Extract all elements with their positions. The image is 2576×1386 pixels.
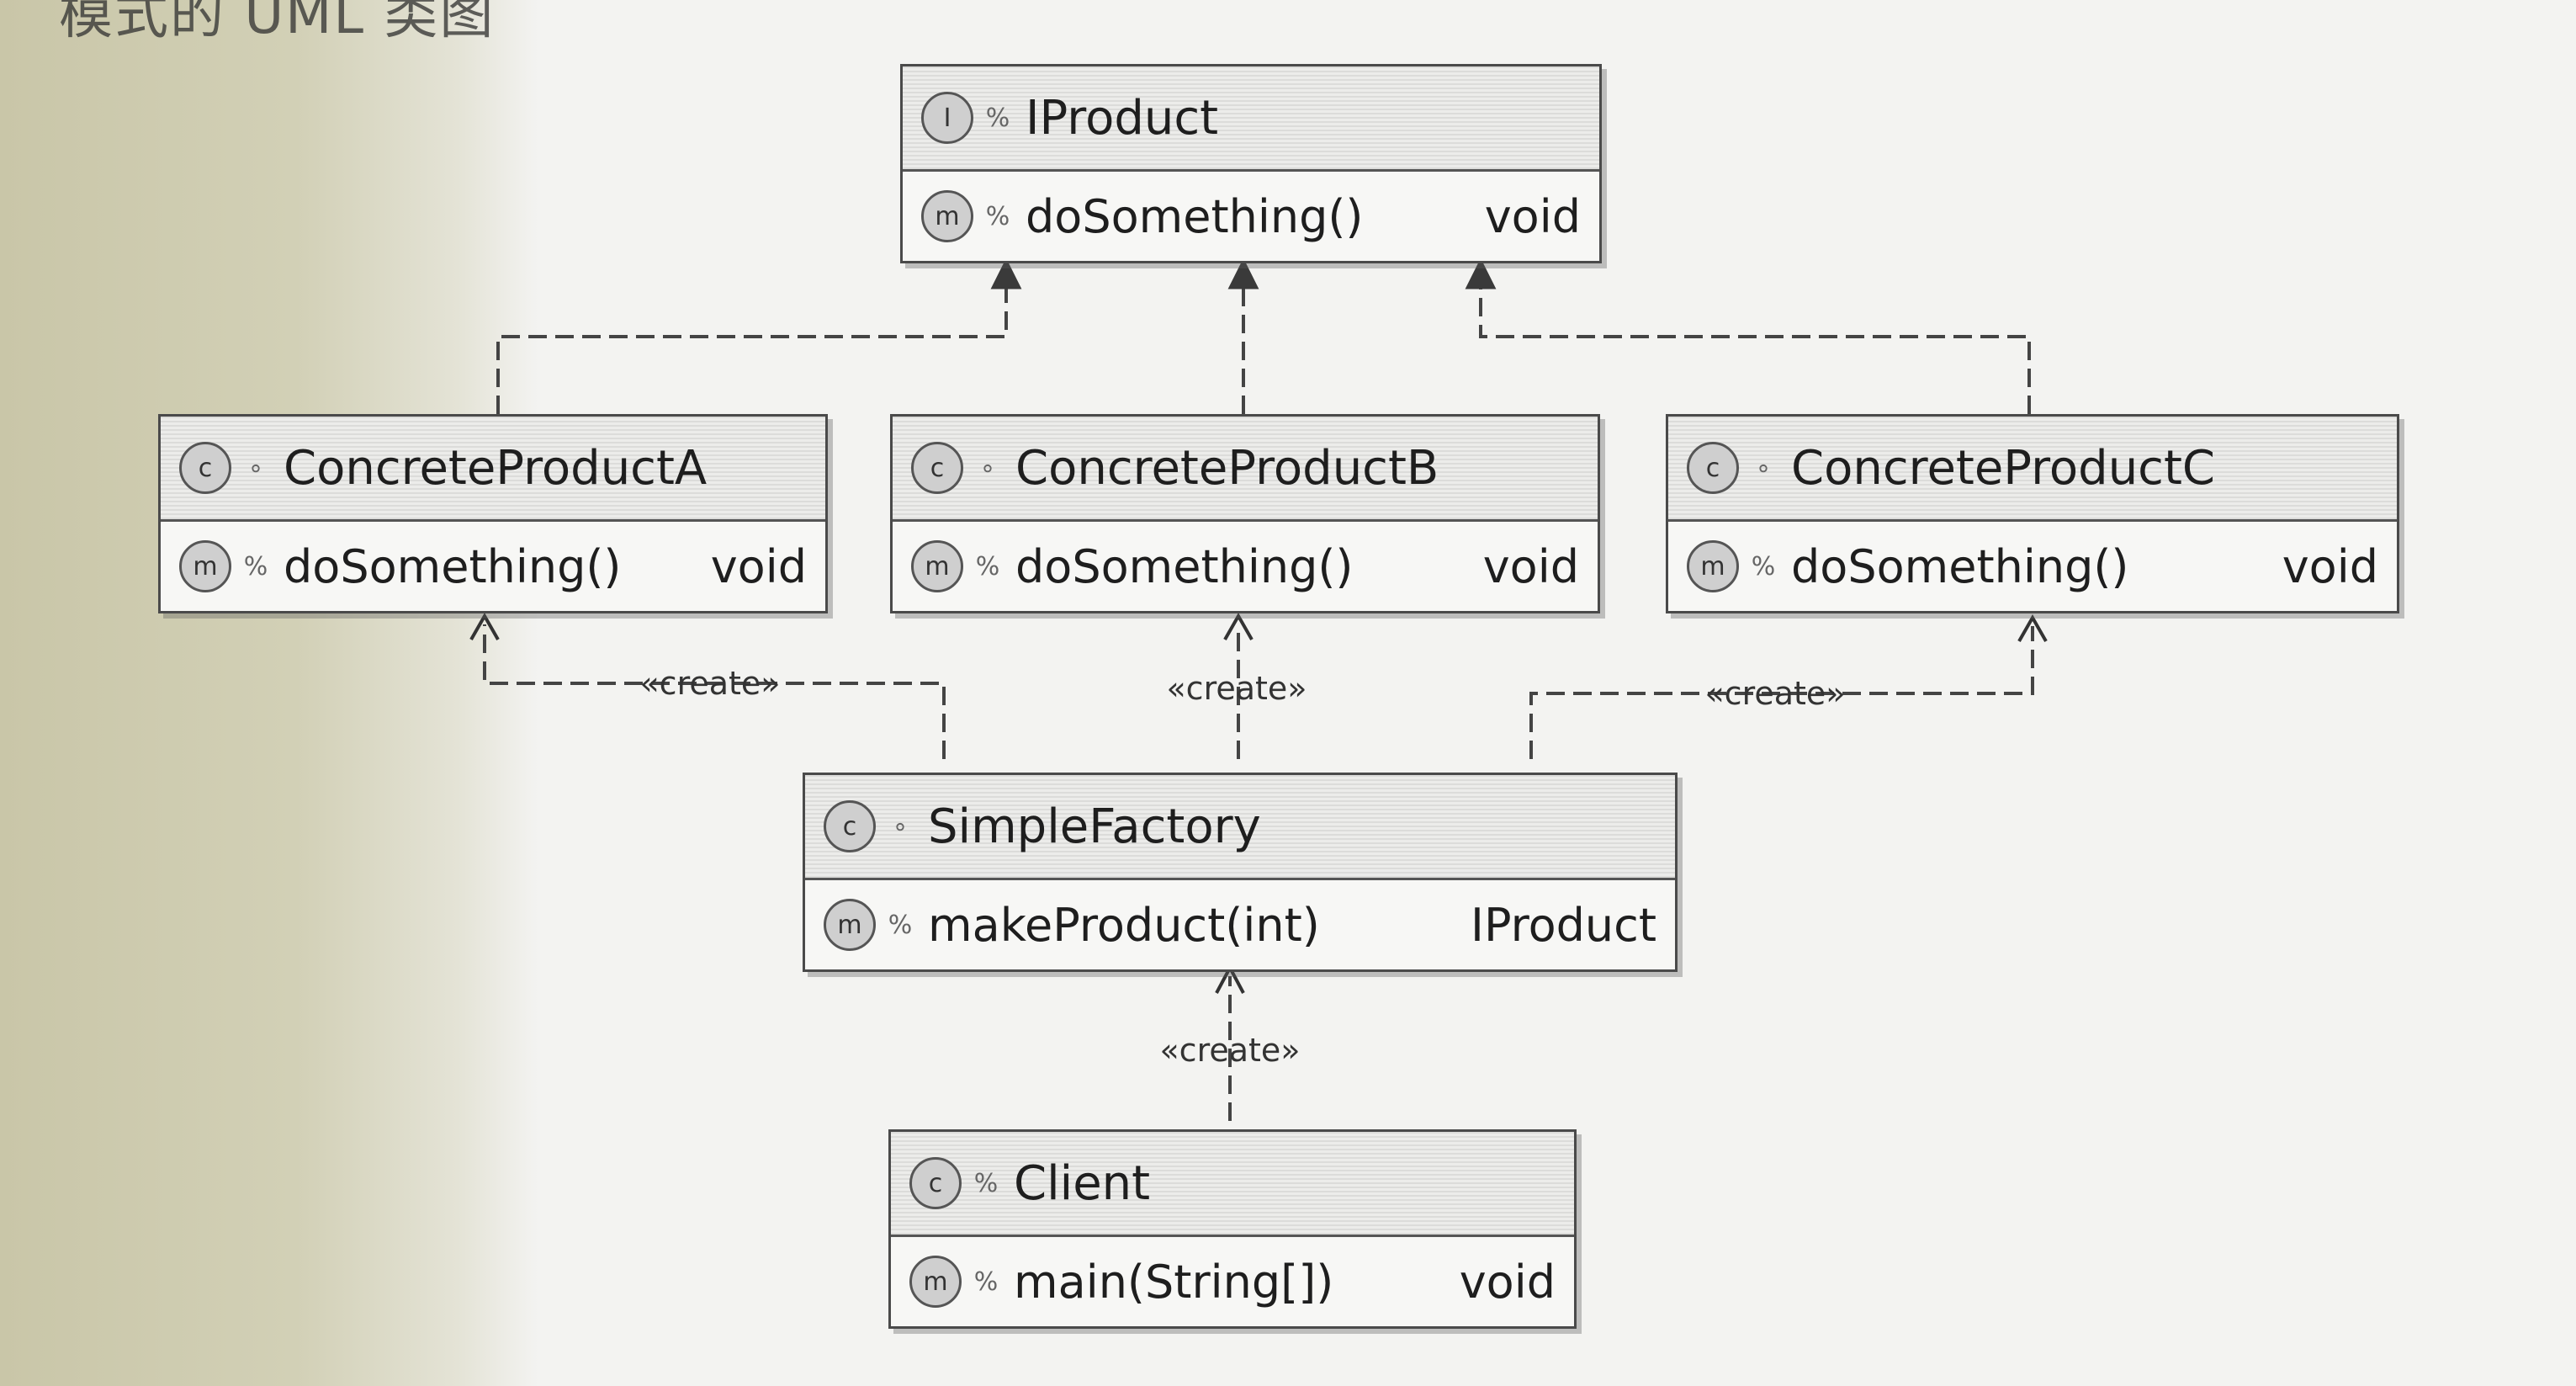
return-type: void bbox=[2282, 539, 2378, 593]
method-icon: m bbox=[1687, 540, 1739, 592]
create-label-a: «create» bbox=[639, 665, 781, 702]
class-icon: c bbox=[909, 1157, 962, 1209]
class-header: c ∘ ConcreteProductB bbox=[893, 417, 1598, 522]
return-type: void bbox=[1482, 539, 1579, 593]
visibility-icon: % bbox=[985, 201, 1010, 231]
page-top-text: 模式的 UML 类图 bbox=[59, 0, 496, 46]
class-icon: c bbox=[824, 800, 876, 852]
method-name: doSomething() bbox=[284, 539, 622, 593]
visibility-icon: ∘ bbox=[247, 453, 264, 483]
create-label-factory: «create» bbox=[1159, 1032, 1301, 1069]
class-header: c % Client bbox=[891, 1132, 1574, 1237]
visibility-icon: ∘ bbox=[892, 811, 909, 842]
realization-arrowhead-a bbox=[990, 258, 1022, 289]
class-header: I % IProduct bbox=[903, 66, 1599, 172]
class-header: c ∘ ConcreteProductA bbox=[161, 417, 825, 522]
class-name: SimpleFactory bbox=[928, 799, 1261, 854]
method-name: makeProduct(int) bbox=[928, 898, 1320, 952]
class-name: ConcreteProductB bbox=[1015, 440, 1439, 496]
method-name: main(String[]) bbox=[1014, 1255, 1334, 1309]
class-box-concrete-product-c[interactable]: c ∘ ConcreteProductC m % doSomething() v… bbox=[1666, 414, 2399, 613]
visibility-icon: % bbox=[888, 910, 913, 940]
return-type: void bbox=[1484, 189, 1581, 243]
class-name: IProduct bbox=[1026, 90, 1219, 146]
method-name: doSomething() bbox=[1015, 539, 1354, 593]
visibility-icon: % bbox=[1751, 551, 1776, 581]
class-header: c ∘ ConcreteProductC bbox=[1668, 417, 2397, 522]
method-icon: m bbox=[179, 540, 231, 592]
class-box-simple-factory[interactable]: c ∘ SimpleFactory m % makeProduct(int) I… bbox=[803, 773, 1678, 972]
method-name: doSomething() bbox=[1026, 189, 1364, 243]
class-box-client[interactable]: c % Client m % main(String[]) void bbox=[888, 1129, 1577, 1329]
method-row[interactable]: m % doSomething() void bbox=[903, 172, 1599, 261]
create-arrowhead-b bbox=[1223, 612, 1254, 640]
class-name: ConcreteProductA bbox=[284, 440, 708, 496]
visibility-icon: ∘ bbox=[1755, 453, 1772, 483]
class-icon: c bbox=[179, 442, 231, 494]
visibility-icon: % bbox=[975, 551, 1000, 581]
class-box-concrete-product-b[interactable]: c ∘ ConcreteProductB m % doSomething() v… bbox=[890, 414, 1600, 613]
visibility-icon: ∘ bbox=[979, 453, 996, 483]
method-icon: m bbox=[824, 899, 876, 951]
realization-edge-a bbox=[496, 283, 1008, 414]
class-name: ConcreteProductC bbox=[1791, 440, 2216, 496]
class-icon: c bbox=[911, 442, 963, 494]
paper-shadow bbox=[0, 0, 538, 1386]
method-row[interactable]: m % doSomething() void bbox=[161, 522, 825, 611]
method-icon: m bbox=[921, 190, 973, 242]
method-icon: m bbox=[909, 1256, 962, 1308]
create-edge-a bbox=[483, 624, 946, 759]
realization-arrowhead-b bbox=[1227, 258, 1259, 289]
method-row[interactable]: m % doSomething() void bbox=[1668, 522, 2397, 611]
visibility-icon: % bbox=[973, 1267, 999, 1297]
method-name: doSomething() bbox=[1791, 539, 2129, 593]
class-box-concrete-product-a[interactable]: c ∘ ConcreteProductA m % doSomething() v… bbox=[158, 414, 828, 613]
realization-arrowhead-c bbox=[1465, 258, 1497, 289]
interface-icon: I bbox=[921, 92, 973, 144]
create-arrowhead-a bbox=[469, 612, 500, 640]
method-icon: m bbox=[911, 540, 963, 592]
realization-edge-c bbox=[1479, 283, 2031, 414]
return-type: void bbox=[1459, 1255, 1556, 1309]
create-label-c: «create» bbox=[1704, 675, 1846, 712]
method-row[interactable]: m % doSomething() void bbox=[893, 522, 1598, 611]
class-box-iproduct[interactable]: I % IProduct m % doSomething() void bbox=[900, 64, 1602, 263]
method-row[interactable]: m % makeProduct(int) IProduct bbox=[805, 880, 1675, 969]
return-type: void bbox=[710, 539, 807, 593]
return-type: IProduct bbox=[1471, 898, 1656, 952]
class-header: c ∘ SimpleFactory bbox=[805, 775, 1675, 880]
method-row[interactable]: m % main(String[]) void bbox=[891, 1237, 1574, 1326]
visibility-icon: % bbox=[243, 551, 268, 581]
class-name: Client bbox=[1014, 1155, 1151, 1211]
visibility-icon: % bbox=[973, 1168, 999, 1198]
visibility-icon: % bbox=[985, 103, 1010, 133]
create-arrowhead-c bbox=[2017, 613, 2048, 642]
create-label-b: «create» bbox=[1166, 670, 1307, 707]
class-icon: c bbox=[1687, 442, 1739, 494]
create-edge-c bbox=[1529, 626, 2034, 759]
